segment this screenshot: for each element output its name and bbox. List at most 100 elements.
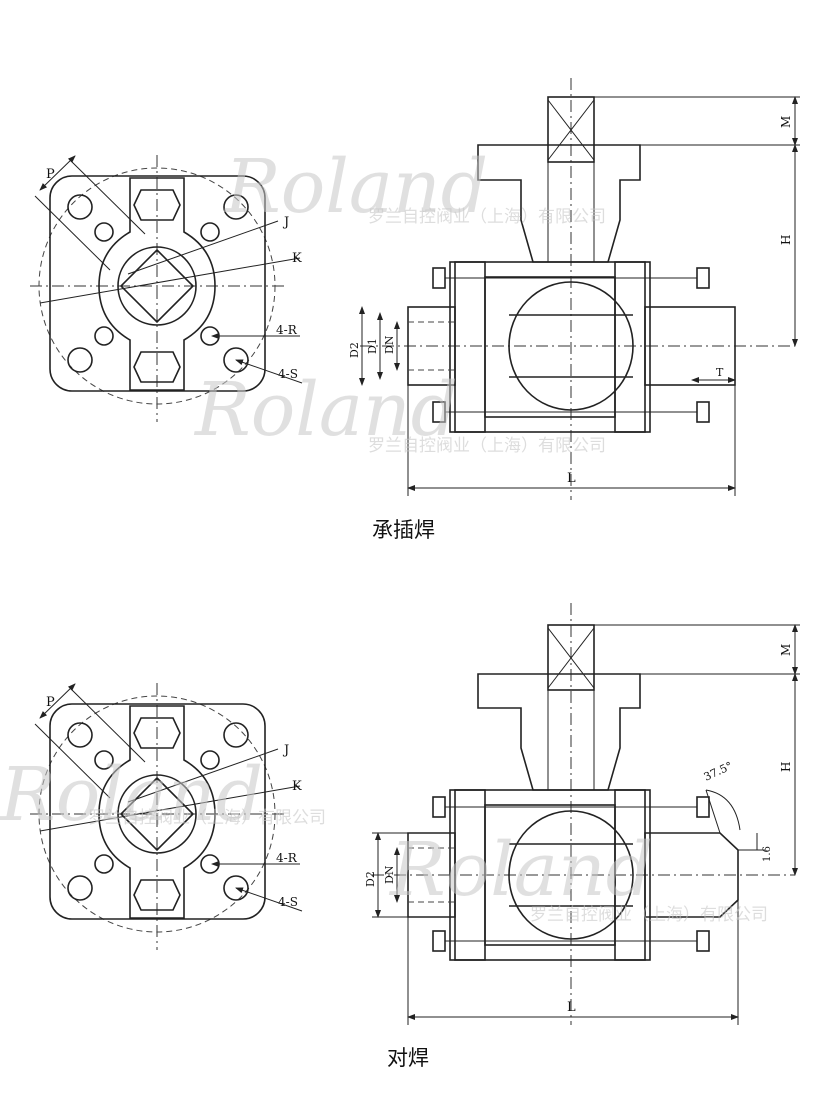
bottom-flange-bolt-circle (38, 695, 276, 933)
bottom-bolt-lr (696, 930, 710, 952)
bottom-side-view: 37.5° 1.6 M H D2 DN L (364, 603, 800, 1025)
top-right-flange (614, 261, 646, 433)
top-bolt-ul (432, 267, 446, 289)
top-p-dimension-line (39, 155, 76, 191)
bottom-d2-label: D2 (364, 871, 377, 887)
watermark-brand-3: Roland (0, 752, 263, 838)
top-r-label: 4-R (276, 323, 298, 337)
watermark-brand-2: Roland (193, 367, 458, 453)
top-bolt-hole-2 (223, 194, 249, 220)
bottom-j-leader (127, 748, 279, 803)
top-bolt-hole-4 (223, 347, 249, 373)
bottom-k-label: K (292, 779, 302, 794)
top-pin-hole-3 (94, 326, 114, 346)
bottom-bolt-hole-4 (223, 875, 249, 901)
top-stem-square-head (119, 248, 195, 324)
bottom-pin-hole-3 (94, 854, 114, 874)
bottom-bolt-ll (432, 930, 446, 952)
top-h-label: H (779, 235, 793, 245)
bottom-flange-view: P J K 4-R 4-S (30, 683, 303, 950)
top-k-leader (39, 257, 301, 304)
bottom-mounting-pad (477, 673, 641, 791)
bottom-stem-square-head (119, 776, 195, 852)
bottom-pin-hole-1 (94, 750, 114, 770)
bottom-view-caption: 对焊 (387, 1046, 429, 1070)
bottom-bolt-hole-3 (67, 875, 93, 901)
top-flange-square (49, 175, 266, 392)
top-p-extension-1 (34, 195, 111, 271)
top-hex-nut-upper (133, 189, 181, 221)
top-j-leader (127, 220, 279, 275)
bottom-m-label: M (779, 644, 793, 656)
bottom-p-extension-2 (69, 687, 146, 763)
watermark-group: Roland 罗兰自控阀业（上海）有限公司 Roland 罗兰自控阀业（上海）有… (0, 144, 768, 925)
bottom-s-leader (235, 887, 303, 912)
top-l-label: L (567, 471, 576, 486)
bottom-valve-body (449, 789, 651, 961)
bottom-l-label: L (567, 1000, 576, 1015)
top-stem-head-cross-2 (547, 99, 595, 161)
top-k-label: K (292, 251, 302, 266)
bottom-bolt-ul (432, 796, 446, 818)
bottom-bolt-ur (696, 796, 710, 818)
top-bolt-lr (696, 401, 710, 423)
bottom-p-label: P (46, 695, 55, 710)
top-j-label: J (282, 215, 289, 230)
watermark-company-2: 罗兰自控阀业（上海）有限公司 (368, 436, 606, 456)
bottom-hex-nut-upper (133, 717, 181, 749)
top-left-socket (407, 306, 456, 386)
bottom-ball (508, 810, 634, 940)
watermark-company-4: 罗兰自控阀业（上海）有限公司 (530, 905, 768, 925)
top-d1-label: D1 (366, 338, 379, 354)
watermark-brand-4: Roland (388, 827, 653, 913)
bottom-k-leader (39, 785, 301, 832)
bottom-p-dimension-line (39, 683, 76, 719)
top-body-center (484, 276, 616, 418)
bottom-left-weld-end (407, 832, 456, 918)
top-bolt-hole-3 (67, 347, 93, 373)
watermark-brand-1: Roland (223, 144, 488, 230)
top-m-label: M (779, 116, 793, 128)
top-ball (508, 281, 634, 411)
bottom-s-label: 4-S (278, 895, 298, 909)
bottom-bolt-hole-2 (223, 722, 249, 748)
top-t-label: T (716, 366, 724, 379)
bottom-p-extension-1 (34, 723, 111, 799)
top-flange-view: P J K 4-R 4-S (30, 155, 303, 422)
bottom-stem-head-cross-2 (547, 627, 595, 689)
top-dn-label: DN (383, 335, 396, 354)
top-d2-label: D2 (348, 342, 361, 358)
watermark-company-3: 罗兰自控阀业（上海）有限公司 (88, 808, 326, 828)
top-valve-body (449, 261, 651, 433)
top-right-socket (644, 306, 736, 386)
top-p-extension-2 (69, 159, 146, 235)
bottom-r-label: 4-R (276, 851, 298, 865)
bottom-pin-hole-2 (200, 750, 220, 770)
bottom-flange-center-body (98, 705, 216, 919)
top-s-label: 4-S (278, 367, 298, 381)
bottom-angle-arc (705, 789, 741, 831)
watermark-company-1: 罗兰自控阀业（上海）有限公司 (368, 207, 606, 227)
top-p-label: P (46, 167, 55, 182)
top-flange-bore (117, 246, 197, 326)
bottom-bolt-hole-1 (67, 722, 93, 748)
top-s-leader (235, 359, 303, 384)
top-bolt-hole-1 (67, 194, 93, 220)
top-pin-hole-1 (94, 222, 114, 242)
top-flange-bolt-circle (38, 167, 276, 405)
bottom-angle-leader (705, 789, 721, 834)
top-bolt-ur (696, 267, 710, 289)
bottom-flange-bore (117, 774, 197, 854)
bottom-angle-label: 37.5° (702, 759, 735, 783)
bottom-h-label: H (779, 762, 793, 772)
top-hex-nut-lower (133, 351, 181, 383)
bottom-dn-label: DN (383, 865, 396, 884)
bottom-j-label: J (282, 743, 289, 758)
top-left-flange (454, 261, 486, 433)
top-pin-hole-2 (200, 222, 220, 242)
bottom-flange-square (49, 703, 266, 920)
bottom-land-label: 1.6 (762, 846, 773, 862)
top-view-caption: 承插焊 (372, 518, 435, 542)
top-side-view: M H D2 D1 DN T L (348, 78, 800, 500)
